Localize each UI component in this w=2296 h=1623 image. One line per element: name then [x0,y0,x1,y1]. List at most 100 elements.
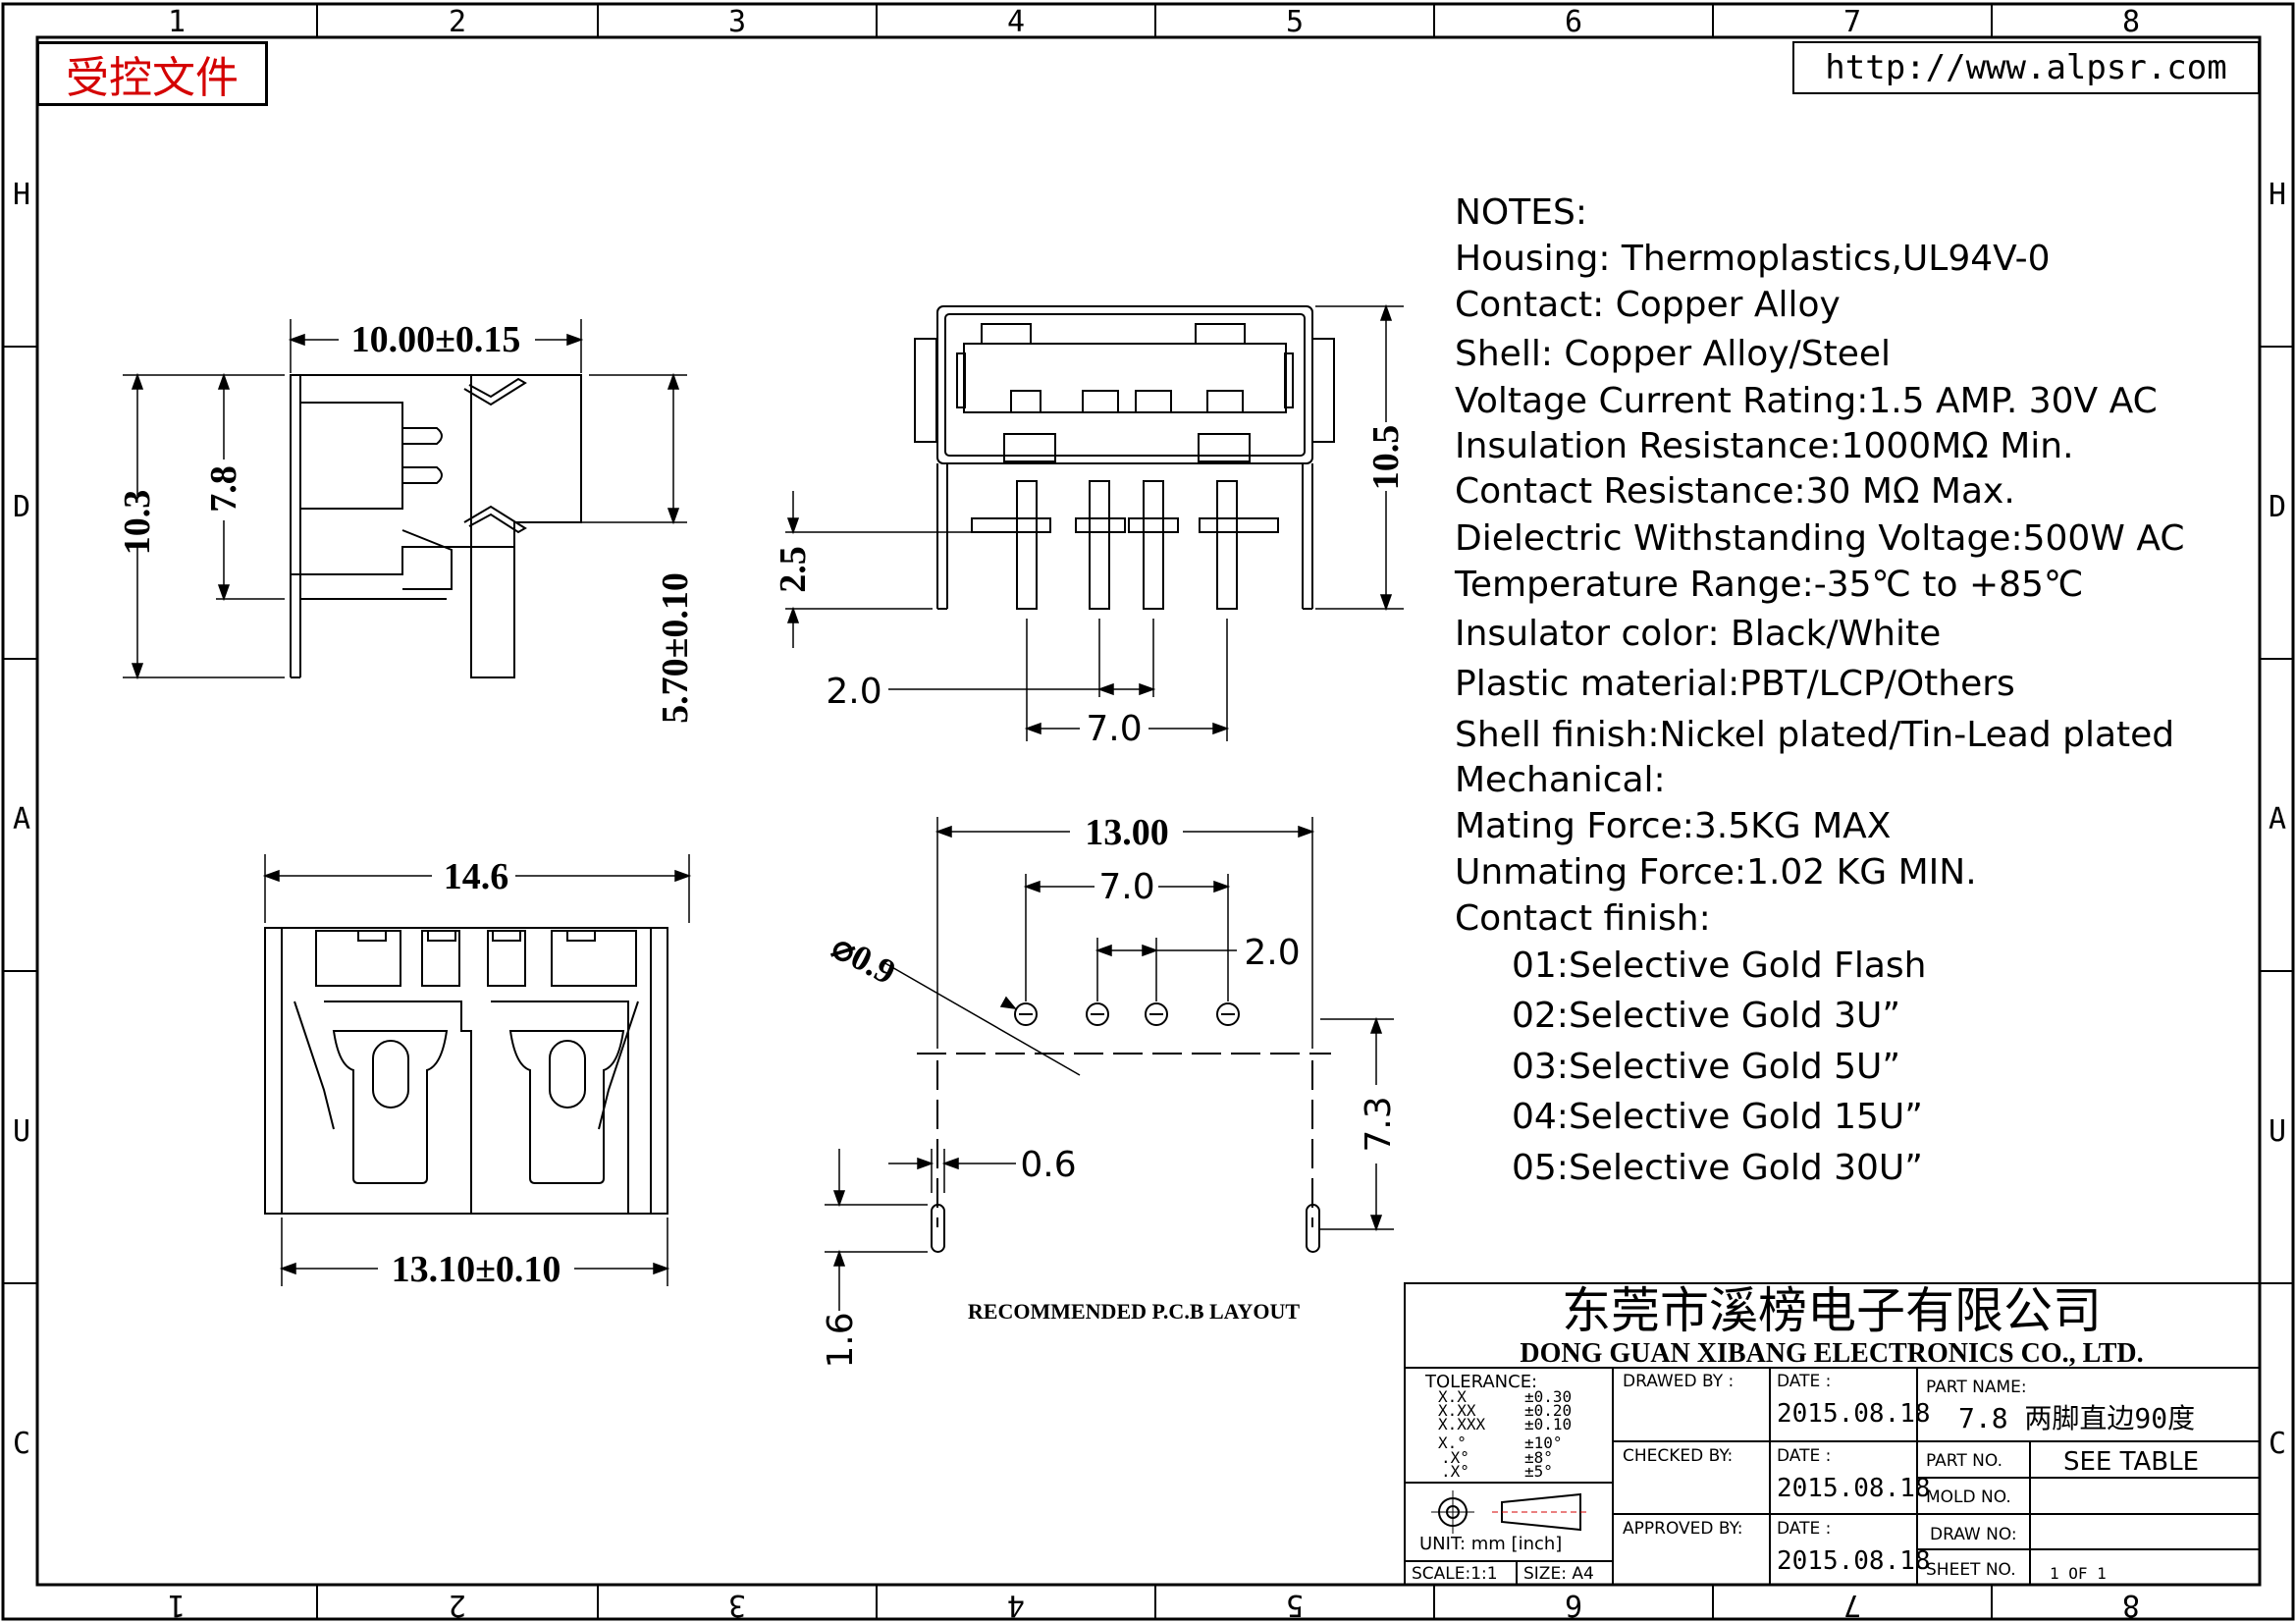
note-line: Contact: Copper Alloy [1455,285,1841,325]
dim-front-height: 10.5 [1365,425,1407,491]
part-no-label: PART NO. [1926,1451,2002,1471]
date-label: DATE : [1777,1446,1831,1466]
pcb-dimensions [825,817,1394,1311]
col-label-bottom: 1 [168,1588,186,1622]
dim-bottom-inner: 13.10±0.10 [392,1249,561,1290]
col-label-top: 8 [2122,5,2140,39]
col-label-top: 3 [728,5,746,39]
col-label-bottom: 5 [1286,1588,1304,1622]
dim-front-pin-len: 2.5 [773,546,814,593]
zone-ticks [3,4,2293,1619]
note-line: Unmating Force:1.02 KG MIN. [1455,852,1977,893]
date-approved: 2015.08.18 [1777,1546,1931,1576]
tolerance-value: ±0.30 [1524,1387,1572,1406]
company-name-en: DONG GUAN XIBANG ELECTRONICS CO., LTD. [1520,1338,2143,1369]
col-label-bottom: 8 [2122,1588,2140,1622]
row-label-left: A [13,802,30,837]
controlled-document-stamp: 受控文件 [36,41,268,106]
pcb-layout-caption: RECOMMENDED P.C.B LAYOUT [968,1299,1301,1324]
note-line: Mechanical: [1455,760,1666,800]
note-line: Contact finish: [1455,898,1711,939]
tolerance-key: X.XXX [1438,1415,1486,1434]
bottom-view [264,927,668,1215]
row-label-left: H [13,178,30,212]
dim-side-pin-offset: 5.70±0.10 [655,572,696,724]
dim-side-height-body: 7.8 [203,465,244,513]
note-line: 01:Selective Gold Flash [1512,946,1926,986]
dim-pcb-pitch: 2.0 [1244,933,1300,973]
draw-no-label: DRAW NO: [1930,1525,2017,1544]
note-line: NOTES: [1455,192,1587,233]
size-label: SIZE: A4 [1523,1564,1594,1584]
date-checked: 2015.08.18 [1777,1474,1931,1503]
sheet-no-value: 1 OF 1 [2050,1564,2107,1583]
note-line: 03:Selective Gold 5U” [1512,1047,1900,1087]
note-line: Insulator color: Black/White [1455,614,1941,654]
row-label-left: U [13,1114,30,1149]
row-label-right: U [2269,1114,2286,1149]
part-name-value: 7.8 两脚直边90度 [1958,1402,2195,1434]
date-label: DATE : [1777,1372,1831,1391]
side-view-dimensions [123,319,687,680]
mold-no-label: MOLD NO. [1926,1488,2011,1507]
checked-by-label: CHECKED BY: [1623,1446,1733,1466]
col-label-bottom: 4 [1007,1588,1025,1622]
col-label-bottom: 7 [1843,1588,1861,1622]
dim-bottom-width: 14.6 [444,856,509,897]
note-line: Dielectric Withstanding Voltage:500W AC [1455,518,2184,559]
col-label-top: 5 [1286,5,1304,39]
part-name-label: PART NAME: [1926,1378,2027,1397]
note-line: Mating Force:3.5KG MAX [1455,806,1891,846]
date-label: DATE : [1777,1519,1831,1539]
dim-pcb-slot: 0.6 [1020,1145,1076,1185]
note-line: Housing: Thermoplastics,UL94V-0 [1455,239,2051,279]
tolerance-value: ±0.10 [1524,1415,1572,1434]
row-label-right: D [2269,490,2286,524]
title-block [1404,1282,2261,1586]
tolerance-key: X.X [1438,1387,1467,1406]
row-label-left: D [13,490,30,524]
approved-by-label: APPROVED BY: [1623,1519,1742,1539]
dim-pcb-width: 13.00 [1085,812,1169,853]
website-url[interactable]: http://www.alpsr.com [1792,41,2260,94]
part-no-value: SEE TABLE [2063,1447,2199,1477]
dim-pcb-span: 7.0 [1098,867,1154,907]
dim-front-span: 7.0 [1086,709,1142,749]
dim-front-pitch: 2.0 [826,672,881,712]
col-label-bottom: 6 [1565,1588,1582,1622]
drawn-by-label: DRAWED BY : [1623,1372,1734,1391]
note-line: Insulation Resistance:1000MΩ Min. [1455,426,2074,466]
pcb-layout [917,1002,1331,1253]
note-line: Contact Resistance:30 MΩ Max. [1455,471,2015,512]
tolerance-key: X.XX [1438,1401,1476,1420]
note-line: Plastic material:PBT/LCP/Others [1455,664,2015,704]
dim-side-height-total: 10.3 [117,490,158,556]
dim-pcb-slot-len: 1.6 [821,1312,861,1368]
unit-label: UNIT: mm [inch] [1419,1534,1562,1554]
note-line: Shell finish:Nickel plated/Tin-Lead plat… [1455,715,2174,755]
row-label-right: C [2269,1427,2286,1461]
col-label-top: 6 [1565,5,1582,39]
col-label-bottom: 2 [449,1588,466,1622]
note-line: Voltage Current Rating:1.5 AMP. 30V AC [1455,381,2158,421]
col-label-top: 2 [449,5,466,39]
front-view-dimensions [785,303,1404,741]
col-label-bottom: 3 [728,1588,746,1622]
tolerance-value: ±0.20 [1524,1401,1572,1420]
note-line: 04:Selective Gold 15U” [1512,1097,1923,1137]
tolerance-key: .X° [1441,1448,1469,1467]
scale-label: SCALE:1:1 [1412,1564,1498,1584]
dim-pcb-depth: 7.3 [1359,1096,1399,1152]
front-view [914,305,1335,610]
tolerance-key: .X° [1441,1462,1469,1481]
row-label-right: A [2269,802,2286,837]
notes: NOTES: Housing: Thermoplastics,UL94V-0 C… [1454,192,2184,1188]
sheet-no-label: SHEET NO. [1926,1560,2016,1580]
dim-side-width: 10.00±0.15 [351,319,521,360]
tolerance-label: TOLERANCE: [1424,1372,1537,1392]
tolerance-value: ±10° [1524,1434,1563,1452]
note-line: 05:Selective Gold 30U” [1512,1148,1923,1188]
dim-pcb-hole: ⌀0.9 [826,927,902,993]
